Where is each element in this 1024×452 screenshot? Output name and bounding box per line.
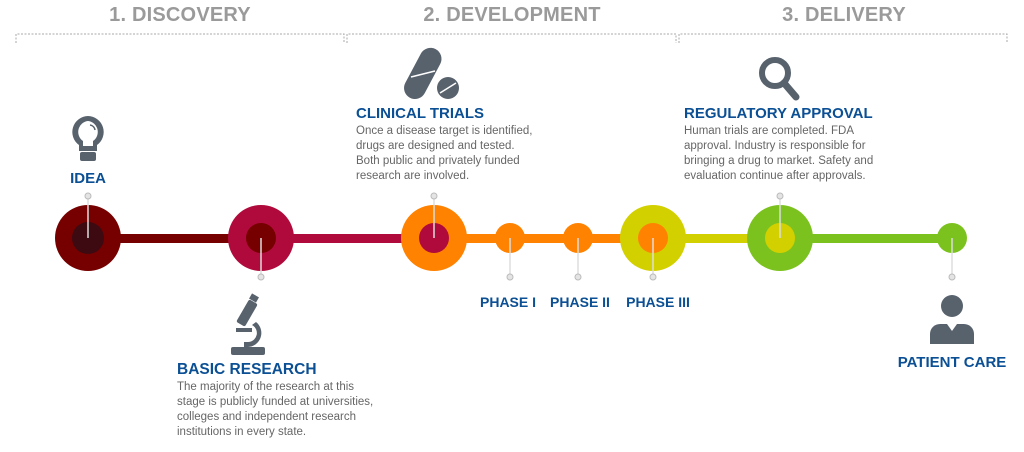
stage-title-idea: IDEA [70, 170, 106, 187]
microscope-icon [231, 293, 265, 355]
bracket-delivery [678, 33, 1008, 43]
stage-title-phase3: PHASE III [626, 294, 690, 310]
desc-line: institutions in every state. [177, 426, 307, 438]
stage-title-regulatory-approval: REGULATORY APPROVAL [684, 105, 873, 122]
desc-line: bringing a drug to market. Safety and [684, 155, 874, 167]
desc-line: colleges and independent research [177, 411, 357, 423]
stage-desc-basic-research: The majority of the research at this sta… [177, 380, 373, 440]
bracket-discovery [15, 33, 345, 43]
desc-line: Once a disease target is identified, [356, 125, 533, 137]
stage-title-patient-care: PATIENT CARE [897, 354, 1007, 371]
phase-header-discovery: 1. DISCOVERY [109, 4, 251, 26]
desc-line: drugs are designed and tested. [356, 140, 515, 152]
timeline-segment-discovery [88, 234, 261, 243]
timeline-segment-approval [653, 234, 780, 243]
phase-brackets [15, 33, 1008, 43]
stage-title-basic-research: BASIC RESEARCH [177, 361, 317, 378]
timeline-segment-delivery [780, 234, 952, 243]
desc-line: research are involved. [356, 170, 470, 182]
timeline-segment-research [261, 234, 434, 243]
phase-header-delivery: 3. DELIVERY [782, 4, 906, 26]
pills-icon [404, 47, 459, 100]
stage-title-phase1: PHASE I [479, 294, 537, 310]
desc-line: Human trials are completed. FDA [684, 125, 855, 137]
stage-desc-regulatory-approval: Human trials are completed. FDA approval… [684, 124, 873, 184]
stage-title-clinical-trials: CLINICAL TRIALS [356, 105, 485, 122]
pins [84, 192, 956, 281]
desc-line: evaluation continue after approvals. [684, 170, 866, 182]
person-icon [930, 295, 974, 344]
bracket-development [346, 33, 677, 43]
stage-desc-clinical-trials: Once a disease target is identified, dru… [356, 124, 532, 184]
magnifier-icon [759, 57, 800, 101]
timeline-segment-trials [434, 234, 653, 243]
desc-line: The majority of the research at this [177, 381, 355, 393]
desc-line: stage is publicly funded at universities… [177, 396, 374, 408]
phase-header-development: 2. DEVELOPMENT [423, 4, 601, 26]
desc-line: Both public and privately funded [356, 155, 520, 167]
desc-line: approval. Industry is responsible for [684, 140, 866, 152]
stage-title-phase2: PHASE II [550, 294, 610, 310]
lightbulb-icon [72, 116, 104, 161]
